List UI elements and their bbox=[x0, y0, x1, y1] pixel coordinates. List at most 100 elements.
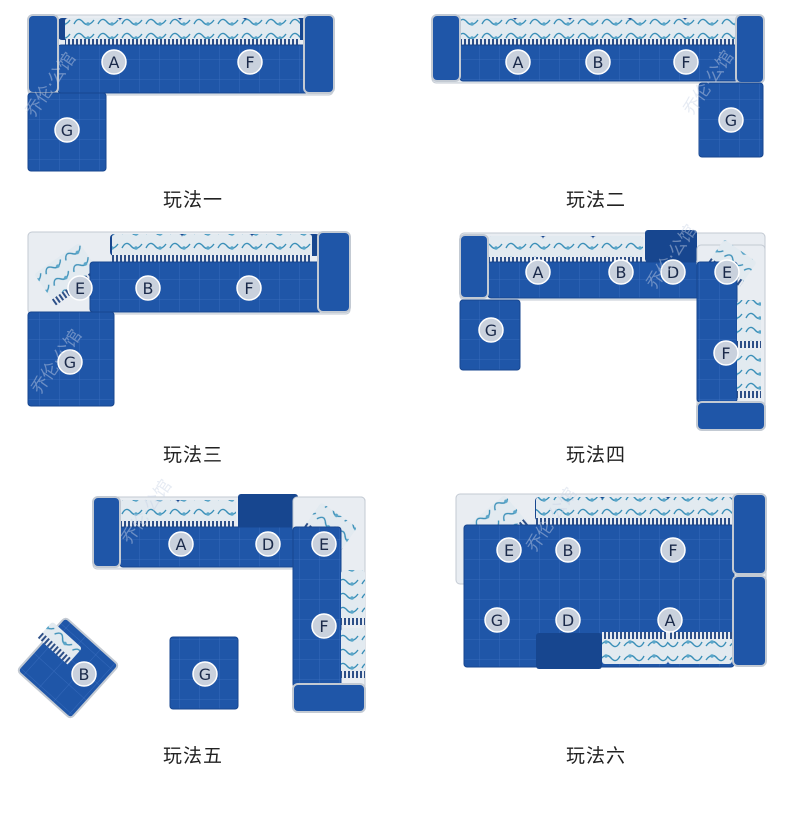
throw-pillow bbox=[737, 350, 761, 398]
seat-module bbox=[89, 261, 323, 313]
armrest bbox=[292, 683, 366, 713]
module-label-b: B bbox=[79, 665, 90, 684]
module-label-badge bbox=[135, 275, 161, 301]
throw-pillow bbox=[570, 18, 630, 46]
caption-layout-5: 玩法五 bbox=[163, 745, 224, 767]
module-label-badge bbox=[57, 349, 83, 375]
module-label-f: F bbox=[681, 53, 690, 72]
ottoman-d-back bbox=[238, 494, 298, 532]
module-label-badge bbox=[101, 49, 127, 75]
throw-pillow bbox=[252, 234, 312, 262]
module-label-badge bbox=[718, 107, 744, 133]
module-label-badge bbox=[236, 275, 262, 301]
armrest bbox=[735, 14, 765, 84]
module-label-badge bbox=[585, 49, 611, 75]
ottoman-d-front bbox=[536, 633, 602, 669]
throw-pillow bbox=[182, 234, 252, 262]
module-label-e: E bbox=[504, 541, 514, 560]
module-label-g: G bbox=[485, 321, 497, 340]
module-label-b: B bbox=[616, 263, 627, 282]
module-label-badge bbox=[478, 317, 504, 343]
armrest bbox=[431, 14, 461, 82]
module-label-badge bbox=[713, 340, 739, 366]
throw-pillow bbox=[65, 18, 120, 46]
module-label-a: A bbox=[665, 611, 676, 630]
module-label-f: F bbox=[244, 279, 253, 298]
module-label-badge bbox=[237, 49, 263, 75]
module-label-badge bbox=[608, 259, 634, 285]
seat-module bbox=[57, 44, 309, 94]
module-label-badge bbox=[311, 531, 337, 557]
module-label-d: D bbox=[262, 535, 274, 554]
module-label-badge bbox=[255, 531, 281, 557]
throw-pillow bbox=[341, 570, 365, 625]
caption-layout-2: 玩法二 bbox=[566, 189, 627, 211]
module-label-b: B bbox=[593, 53, 604, 72]
caption-layout-3: 玩法三 bbox=[163, 444, 224, 466]
module-label-a: A bbox=[109, 53, 120, 72]
caption-layout-1: 玩法一 bbox=[163, 189, 224, 211]
throw-pillow bbox=[630, 18, 685, 46]
module-label-g: G bbox=[61, 121, 73, 140]
throw-pillow bbox=[602, 632, 668, 664]
throw-pillow bbox=[602, 497, 668, 525]
module-label-badge bbox=[660, 259, 686, 285]
module-label-badge bbox=[192, 661, 218, 687]
module-label-f: F bbox=[319, 617, 328, 636]
throw-pillow bbox=[536, 497, 602, 525]
armrest bbox=[303, 14, 335, 94]
module-label-badge bbox=[657, 607, 683, 633]
ottoman-d-back bbox=[645, 230, 697, 262]
caption-layout-6: 玩法六 bbox=[566, 745, 627, 767]
module-label-d: D bbox=[562, 611, 574, 630]
throw-pillow bbox=[668, 632, 732, 664]
module-label-badge bbox=[555, 607, 581, 633]
module-label-f: F bbox=[668, 541, 677, 560]
module-label-badge bbox=[311, 613, 337, 639]
throw-pillow bbox=[543, 236, 593, 264]
throw-pillow bbox=[180, 18, 245, 46]
module-label-a: A bbox=[533, 263, 544, 282]
armrest bbox=[732, 493, 767, 575]
module-label-b: B bbox=[563, 541, 574, 560]
seat-module bbox=[487, 261, 724, 299]
throw-pillow bbox=[178, 500, 236, 528]
module-label-e: E bbox=[722, 263, 732, 282]
module-label-b: B bbox=[143, 279, 154, 298]
loose-seat-b bbox=[17, 617, 119, 719]
module-label-badge bbox=[168, 531, 194, 557]
module-label-badge bbox=[67, 275, 93, 301]
throw-pillow bbox=[488, 236, 543, 264]
throw-pillow bbox=[668, 497, 732, 525]
module-label-badge bbox=[496, 537, 522, 563]
module-label-d: D bbox=[667, 263, 679, 282]
armrest bbox=[732, 575, 767, 667]
throw-pillow bbox=[120, 500, 178, 528]
module-label-badge bbox=[71, 661, 97, 687]
module-label-g: G bbox=[491, 611, 503, 630]
caption-layout-4: 玩法四 bbox=[566, 444, 627, 466]
module-label-f: F bbox=[245, 53, 254, 72]
throw-pillow bbox=[245, 18, 300, 46]
module-label-g: G bbox=[725, 111, 737, 130]
throw-pillow bbox=[112, 234, 182, 262]
module-label-badge bbox=[525, 259, 551, 285]
module-label-badge bbox=[555, 537, 581, 563]
armrest bbox=[92, 496, 121, 568]
throw-pillow bbox=[460, 18, 515, 46]
throw-pillow bbox=[737, 300, 761, 348]
module-label-badge bbox=[54, 117, 80, 143]
module-label-f: F bbox=[721, 344, 730, 363]
module-label-badge bbox=[505, 49, 531, 75]
module-label-e: E bbox=[319, 535, 329, 554]
armrest bbox=[459, 234, 489, 299]
module-label-badge bbox=[714, 259, 740, 285]
module-label-e: E bbox=[75, 279, 85, 298]
module-label-badge bbox=[673, 49, 699, 75]
throw-pillow bbox=[37, 622, 81, 665]
module-label-a: A bbox=[176, 535, 187, 554]
module-label-a: A bbox=[513, 53, 524, 72]
throw-pillow bbox=[685, 18, 740, 46]
module-label-g: G bbox=[199, 665, 211, 684]
